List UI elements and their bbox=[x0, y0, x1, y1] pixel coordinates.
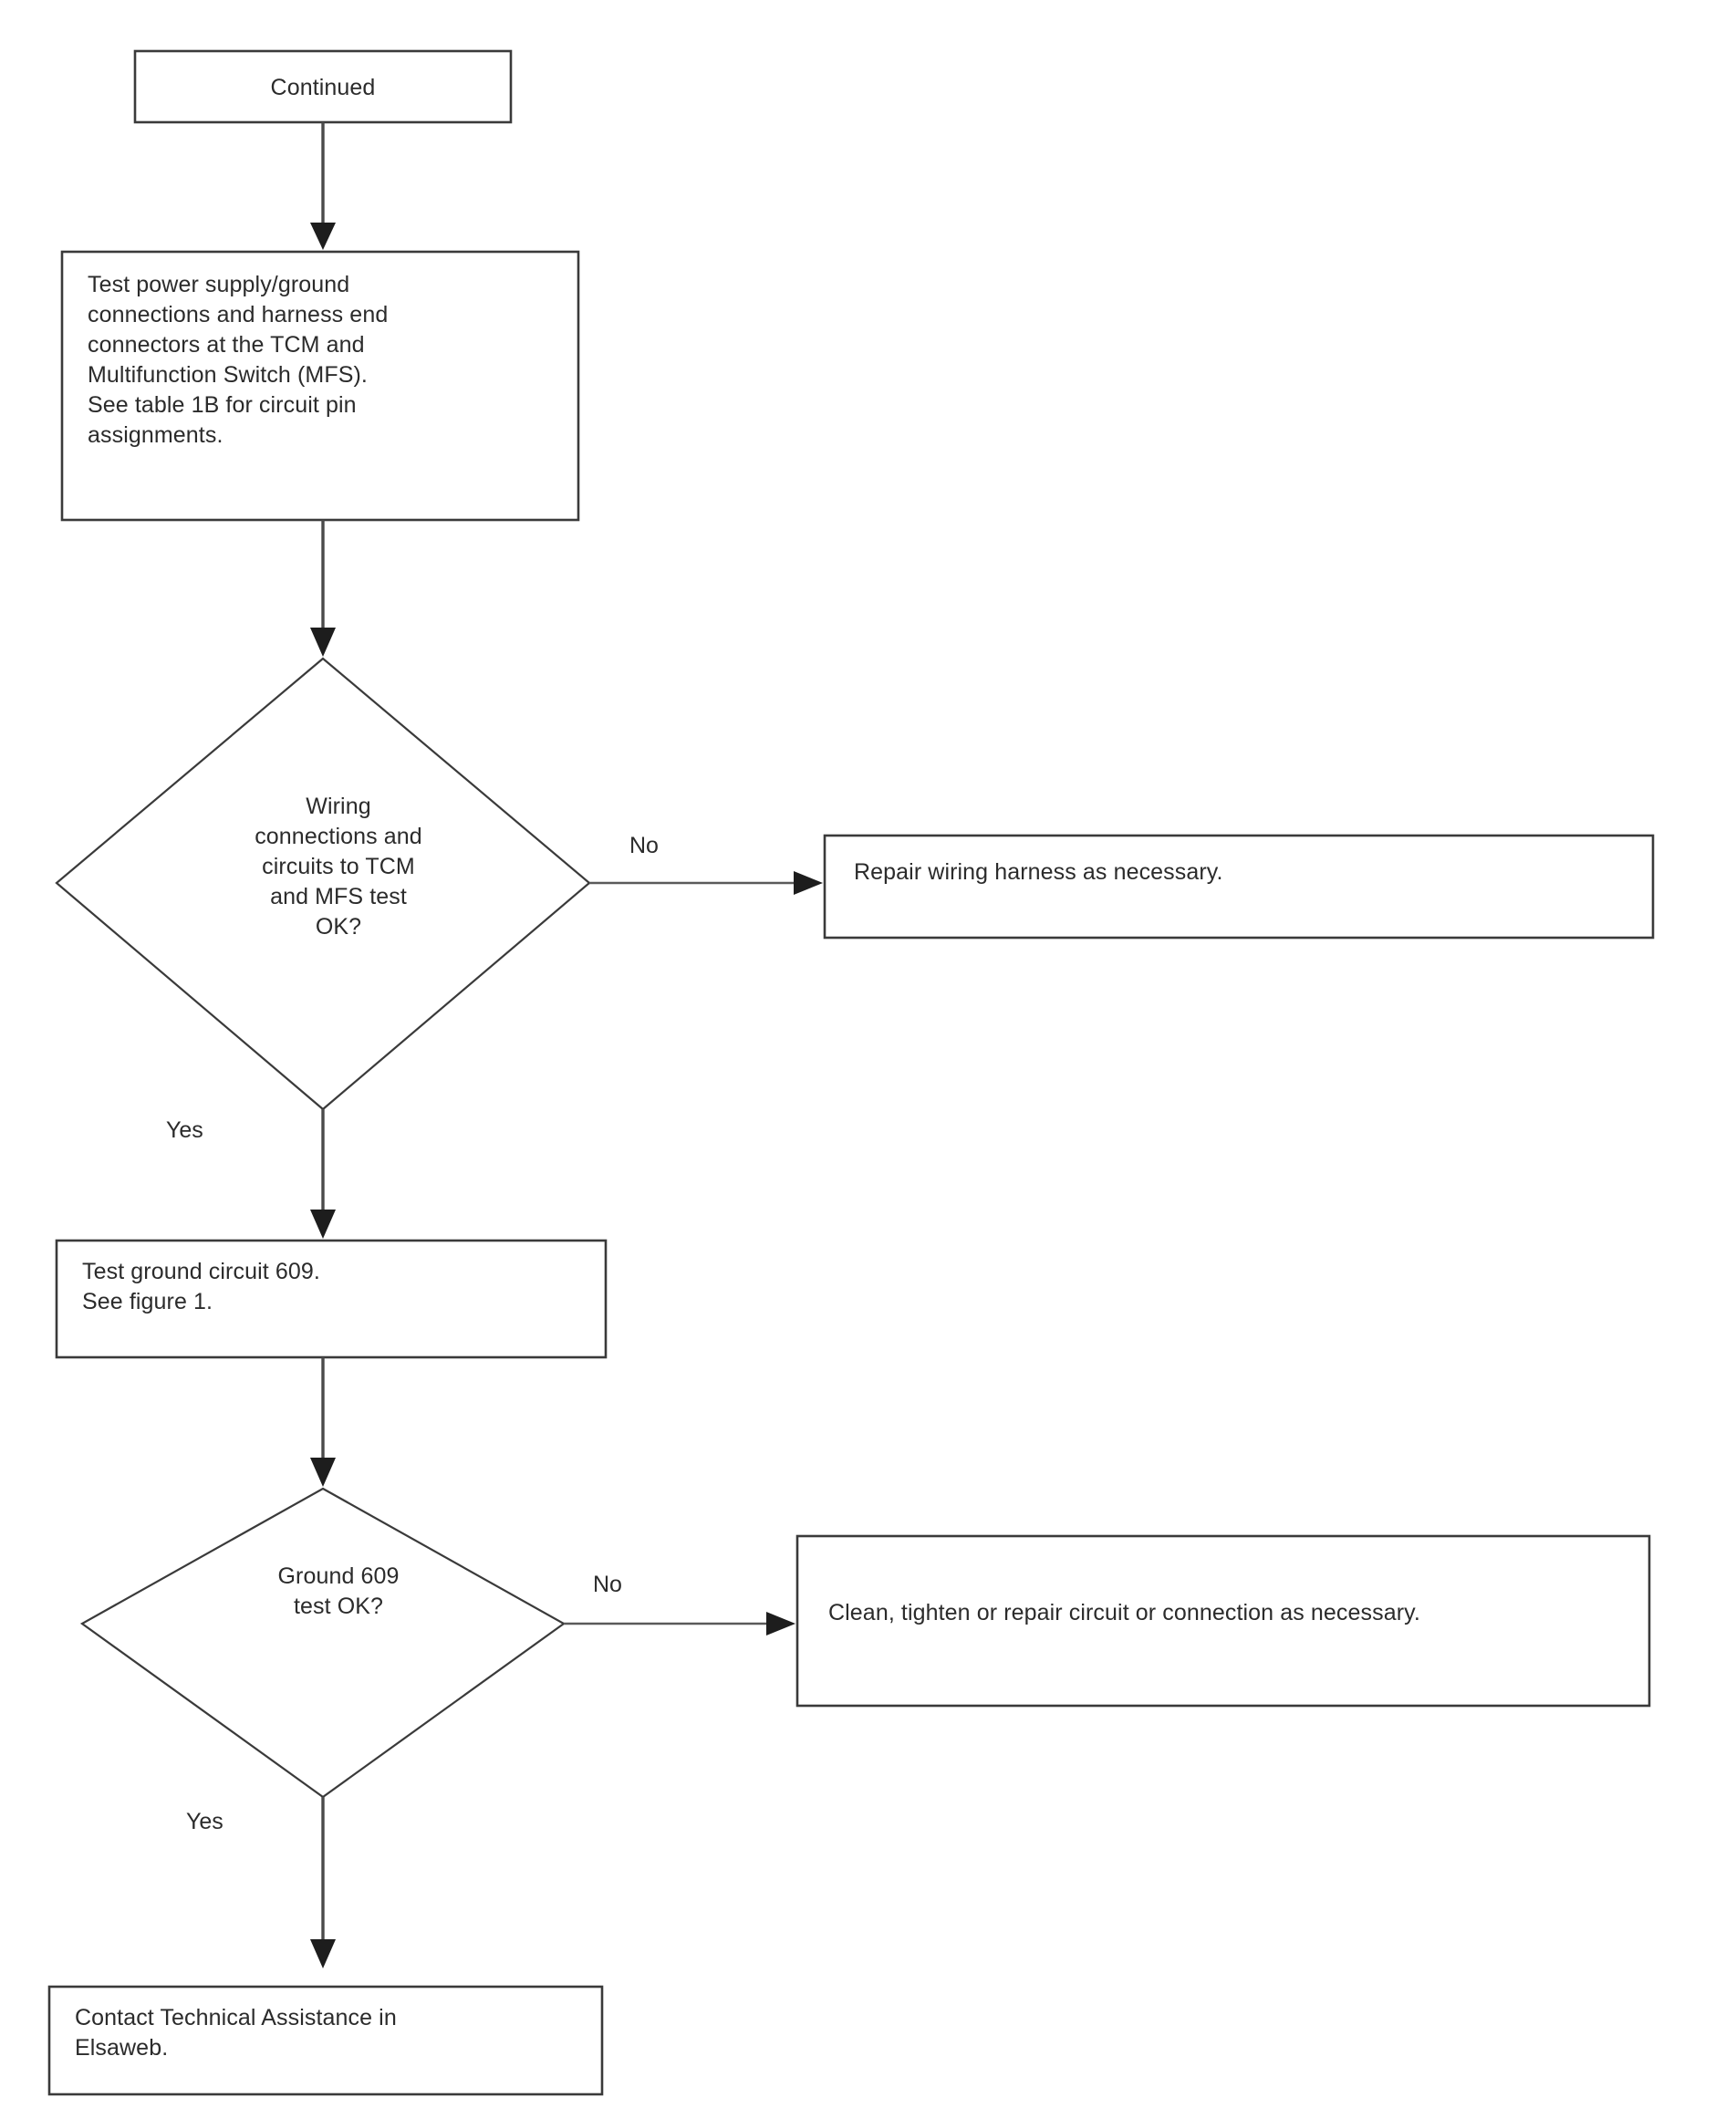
edge-label-wiring-no: No bbox=[629, 833, 659, 858]
node-contact-technical-assistance-shape[interactable] bbox=[47, 1985, 604, 2096]
arrow-head-to-clean-repair bbox=[766, 1612, 795, 1636]
node-test-ground-circuit-shape[interactable] bbox=[55, 1239, 608, 1359]
node-test-power-supply-shape[interactable] bbox=[60, 250, 580, 522]
node-ground-decision-shape[interactable] bbox=[79, 1487, 567, 1799]
arrow-head-to-contact-assistance bbox=[310, 1939, 336, 1968]
node-continued-shape[interactable] bbox=[133, 49, 513, 124]
node-contact-technical-assistance-label: Contact Technical Assistance in Elsaweb. bbox=[75, 2005, 397, 2061]
arrow-head-to-ground-decision bbox=[310, 1458, 336, 1487]
edge-label-ground-yes: Yes bbox=[186, 1809, 223, 1834]
arrow-head-to-test-ground bbox=[310, 1210, 336, 1239]
node-repair-wiring-harness-label: Repair wiring harness as necessary. bbox=[854, 859, 1223, 885]
node-test-ground-circuit-label: Test ground circuit 609. See figure 1. bbox=[82, 1259, 320, 1314]
node-repair-wiring-harness-shape[interactable] bbox=[823, 834, 1655, 940]
arrow-head-to-repair-wiring bbox=[794, 871, 823, 895]
arrow-head-to-wiring-decision bbox=[310, 628, 336, 657]
node-wiring-decision-label: Wiring connections and circuits to TCM a… bbox=[255, 794, 422, 940]
node-ground-decision-label: Ground 609 test OK? bbox=[277, 1563, 400, 1619]
edge-label-wiring-yes: Yes bbox=[166, 1117, 203, 1143]
node-clean-tighten-repair-label: Clean, tighten or repair circuit or conn… bbox=[828, 1600, 1420, 1625]
edge-label-ground-no: No bbox=[593, 1572, 622, 1597]
arrow-head-to-test-power bbox=[310, 223, 336, 250]
node-test-power-supply-label: Test power supply/ground connections and… bbox=[88, 272, 389, 448]
node-clean-tighten-repair-shape[interactable] bbox=[795, 1534, 1651, 1708]
node-continued-label: Continued bbox=[270, 75, 376, 100]
